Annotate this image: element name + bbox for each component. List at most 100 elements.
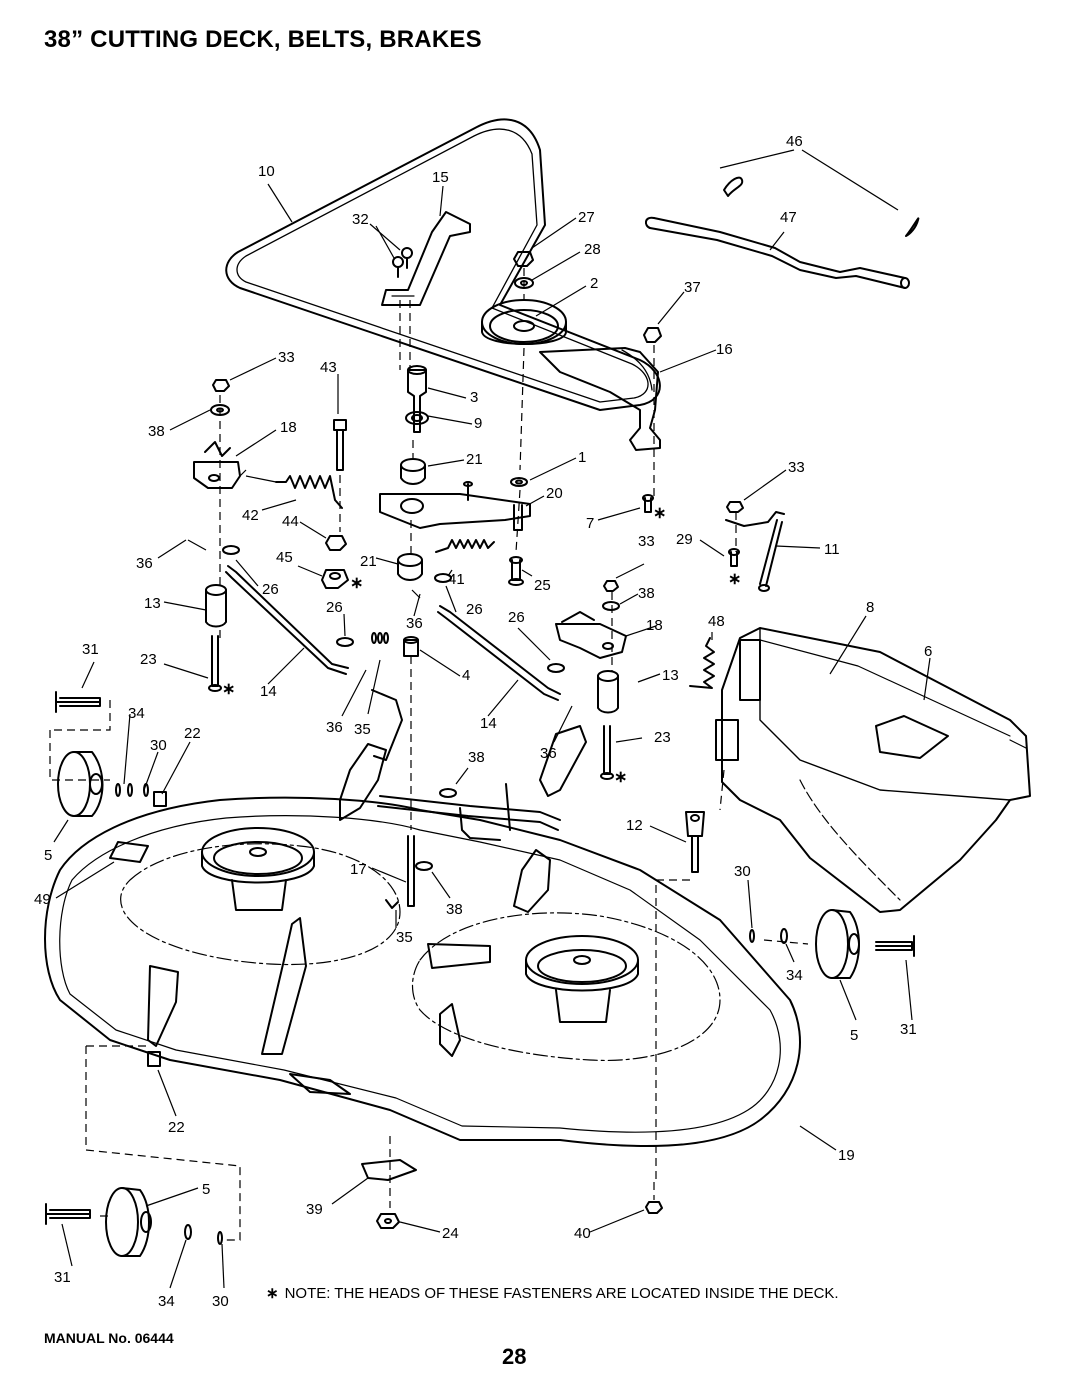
brake-bracket-right (555, 611, 627, 659)
nut-24 (376, 1213, 400, 1229)
callout-30-a: 30 (150, 737, 167, 754)
callout-23-b: 23 (654, 729, 671, 746)
callout-3: 3 (470, 389, 478, 406)
brake-link-11 (725, 511, 785, 592)
manual-number: MANUAL No. 06444 (44, 1330, 174, 1346)
bolt-17 (407, 835, 415, 907)
note-asterisk: ∗ (266, 1285, 279, 1302)
spring-clips-35 (371, 632, 389, 644)
callout-14-b: 14 (480, 715, 497, 732)
page-title: 38” CUTTING DECK, BELTS, BRAKES (44, 26, 482, 53)
spring-42 (275, 475, 343, 509)
nut-44 (325, 535, 347, 551)
washer-26-a (222, 545, 240, 555)
right-spindle-pulley (525, 935, 639, 1023)
washer-26-c (434, 573, 452, 583)
callout-13-a: 13 (144, 595, 161, 612)
brake-rod (644, 216, 910, 289)
callout-2: 2 (590, 275, 598, 292)
svg-text:∗: ∗ (350, 575, 363, 592)
asterisk-markers: ∗ ∗ ∗ ∗ ∗ (222, 505, 741, 786)
callout-48: 48 (708, 613, 725, 630)
callout-45: 45 (276, 549, 293, 566)
callout-7: 7 (586, 515, 594, 532)
callout-1: 1 (578, 449, 586, 466)
callout-17: 17 (350, 861, 367, 878)
bolt-43 (333, 419, 347, 471)
callout-49: 49 (34, 891, 51, 908)
bolt-23-right (600, 725, 614, 780)
callout-34-b: 34 (786, 967, 803, 984)
svg-text:∗: ∗ (614, 769, 627, 786)
callout-35-b: 35 (396, 929, 413, 946)
bolts-32 (392, 247, 413, 278)
callout-44: 44 (282, 513, 299, 530)
spacer-13-left (205, 584, 227, 628)
callout-26-c: 26 (466, 601, 483, 618)
callout-5-a: 5 (44, 847, 52, 864)
washer-38-b (602, 601, 620, 611)
callout-37: 37 (684, 279, 701, 296)
callout-25: 25 (534, 577, 551, 594)
drive-belt (225, 118, 661, 411)
callout-15: 15 (432, 169, 449, 186)
belt-guide-bracket (381, 211, 471, 306)
callout-26-a: 26 (262, 581, 279, 598)
callout-43: 43 (320, 359, 337, 376)
wheel-bolt-31b (875, 935, 915, 957)
callout-38-d: 38 (446, 901, 463, 918)
bolt-7 (642, 494, 654, 513)
wheel-bolt-31c (45, 1203, 91, 1225)
callout-31-a: 31 (82, 641, 99, 658)
nut-27 (513, 251, 534, 267)
washer-38-c (439, 788, 457, 798)
brake-rod-14-left (225, 565, 349, 675)
callout-11: 11 (824, 541, 840, 558)
bushing-21-upper (400, 458, 426, 485)
callout-16: 16 (716, 341, 733, 358)
callout-18-a: 18 (280, 419, 297, 436)
callout-19: 19 (838, 1147, 855, 1164)
pin-4 (403, 636, 419, 657)
washer-38-d (415, 861, 433, 871)
svg-text:∗: ∗ (222, 681, 235, 698)
mower-deck (44, 796, 801, 1147)
idler-arm (539, 347, 661, 451)
wheel-bolt-31a (55, 691, 101, 713)
discharge-chute (715, 627, 1031, 913)
cotter-pin-left (723, 176, 744, 197)
callout-40: 40 (574, 1225, 591, 1242)
callout-30-c: 30 (212, 1293, 229, 1310)
callout-13-b: 13 (662, 667, 679, 684)
callout-36-a: 36 (136, 555, 153, 572)
callout-22-a: 22 (184, 725, 201, 742)
callout-24: 24 (442, 1225, 459, 1242)
brake-bracket-left (193, 441, 241, 489)
page-number: 28 (502, 1344, 527, 1369)
callout-14-a: 14 (260, 683, 277, 700)
cotter-pin-right (905, 217, 920, 237)
callout-34-c: 34 (158, 1293, 175, 1310)
callout-38-a: 38 (148, 423, 165, 440)
fastener-note: ∗NOTE: THE HEADS OF THESE FASTENERS ARE … (266, 1284, 839, 1302)
callout-36-c: 36 (326, 719, 343, 736)
callout-26-d: 26 (508, 609, 525, 626)
idler-pulley (481, 299, 567, 345)
callout-labels: 10 15 32 27 28 2 46 47 37 16 33 43 3 9 3… (34, 133, 932, 1310)
callout-46: 46 (786, 133, 803, 150)
callout-9: 9 (474, 415, 482, 432)
callout-29: 29 (676, 531, 693, 548)
washer-26-d (547, 663, 565, 673)
callout-22-b: 22 (168, 1119, 185, 1136)
nut-40 (645, 1201, 663, 1214)
callout-4: 4 (462, 667, 470, 684)
callout-33-a: 33 (278, 349, 295, 366)
callout-5-b: 5 (850, 1027, 858, 1044)
spring-41 (435, 539, 495, 553)
callout-33-c: 33 (638, 533, 655, 550)
rings-right (749, 928, 788, 944)
callout-38-b: 38 (638, 585, 655, 602)
callout-30-b: 30 (734, 863, 751, 880)
bushing-21-lower (397, 553, 423, 581)
